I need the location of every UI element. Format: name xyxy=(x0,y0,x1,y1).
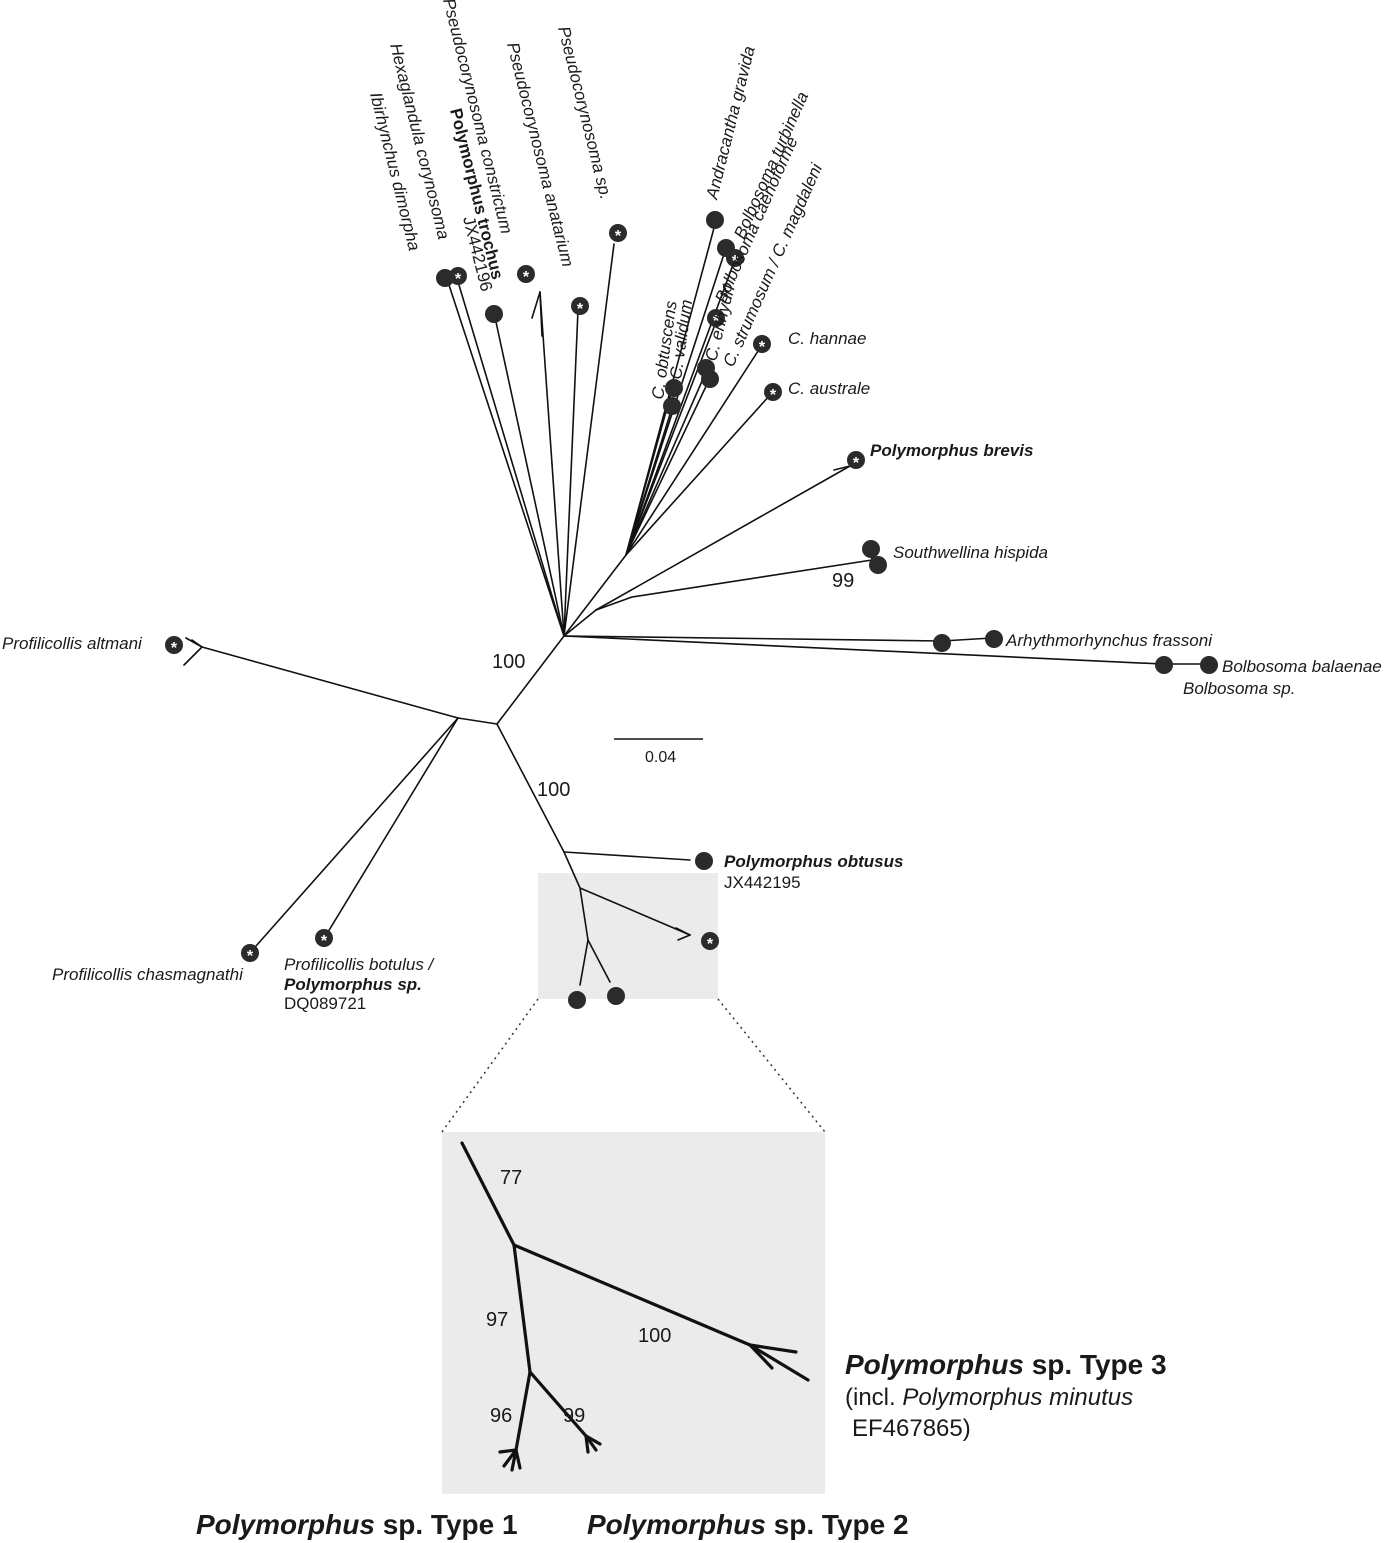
marker-c-hannae xyxy=(753,335,771,353)
star-markers: * * * * * * * * * * * * * xyxy=(171,228,860,965)
inset-labels: Polymorphus sp. Type 3 (incl. Polymorphu… xyxy=(196,1349,1167,1540)
bootstrap-main-top: 100 xyxy=(492,651,525,673)
star-c-australe: * xyxy=(770,387,777,404)
label-andracantha: Andracantha gravida xyxy=(702,44,759,202)
marker-ps-constrictum xyxy=(517,265,535,283)
label-profil-botulus: Profilicollis botulus / xyxy=(284,955,436,974)
label-type1: Polymorphus sp. Type 1 xyxy=(196,1509,518,1540)
tree-branches xyxy=(183,227,1207,986)
marker-p-trochus xyxy=(485,305,503,323)
label-p-brevis: Polymorphus brevis xyxy=(870,441,1033,460)
label-arhythmorhynchus: Arhythmorhynchus frassoni xyxy=(1005,631,1213,650)
star-c-hannae: * xyxy=(759,339,766,356)
star-profil-botulus: * xyxy=(321,933,328,950)
marker-p-obtusus xyxy=(695,852,713,870)
label-poly-sp: Polymorphus sp. xyxy=(284,975,422,994)
marker-p-brevis xyxy=(847,451,865,469)
label-p-obtusus-acc: JX442195 xyxy=(724,873,801,892)
scale-bar: 0.04 xyxy=(614,738,703,766)
marker-arhythmorhynchus-1 xyxy=(933,634,951,652)
marker-bolb-balaenae xyxy=(1200,656,1218,674)
label-type2: Polymorphus sp. Type 2 xyxy=(587,1509,909,1540)
scale-bar-label: 0.04 xyxy=(645,749,676,766)
star-c-magdaleni: * xyxy=(713,313,720,330)
marker-c-obtuscens-2 xyxy=(663,397,681,415)
inset-tree: 77 97 100 96 99 xyxy=(460,1141,810,1472)
star-profil-altmani: * xyxy=(171,640,178,657)
marker-andracantha xyxy=(706,211,724,229)
star-bolb-caenoforme: * xyxy=(732,253,739,270)
marker-ps-sp xyxy=(609,224,627,242)
marker-bolb-caenoforme xyxy=(726,249,744,267)
marker-southwellina-2 xyxy=(869,556,887,574)
bootstrap-inset-100: 100 xyxy=(638,1325,671,1347)
marker-ibirhynchus xyxy=(449,267,467,285)
label-type3-incl: (incl. Polymorphus minutus xyxy=(845,1384,1133,1411)
marker-profil-chasmagnathi xyxy=(241,944,259,962)
marker-southwellina-1 xyxy=(862,540,880,558)
label-poly-sp-acc: DQ089721 xyxy=(284,994,366,1013)
marker-profil-botulus xyxy=(315,929,333,947)
star-ps-sp: * xyxy=(615,228,622,245)
clade-highlight-box xyxy=(538,873,718,999)
star-p-brevis: * xyxy=(853,455,860,472)
marker-c-validum xyxy=(701,370,719,388)
bootstrap-values: 99 100 100 xyxy=(492,570,854,801)
marker-arhythmorhynchus-2 xyxy=(985,630,1003,648)
label-bolb-balaenae: Bolbosoma balaenae xyxy=(1222,657,1382,676)
label-ps-sp: Pseudocorynosoma sp. xyxy=(554,24,615,201)
marker-poly-type3 xyxy=(701,932,719,950)
bootstrap-inset-96: 96 xyxy=(490,1405,512,1427)
star-poly-type3: * xyxy=(707,936,714,953)
label-profil-altmani: Profilicollis altmani xyxy=(2,634,143,653)
marker-poly-type1 xyxy=(568,991,586,1009)
star-ps-constrictum: * xyxy=(523,269,530,286)
horizontal-labels: C. hannae C. australe Polymorphus brevis… xyxy=(2,329,1382,1013)
label-southwellina: Southwellina hispida xyxy=(893,543,1048,562)
label-p-obtusus: Polymorphus obtusus xyxy=(724,852,903,871)
marker-c-obtuscens xyxy=(665,379,683,397)
label-profil-chasmagnathi: Profilicollis chasmagnathi xyxy=(52,965,244,984)
label-type3-acc: EF467865) xyxy=(852,1415,971,1442)
marker-poly-type2 xyxy=(607,987,625,1005)
bootstrap-main-bottom: 100 xyxy=(537,779,570,801)
zoom-line-left xyxy=(441,998,539,1133)
star-ps-anatarium: * xyxy=(577,301,584,318)
star-profil-chasmagnathi: * xyxy=(247,948,254,965)
bootstrap-inset-77: 77 xyxy=(500,1167,522,1189)
label-bolb-sp: Bolbosoma sp. xyxy=(1183,679,1295,698)
zoom-line-right xyxy=(717,998,826,1133)
marker-bolb-sp xyxy=(1155,656,1173,674)
bootstrap-southwellina: 99 xyxy=(832,570,854,592)
bootstrap-inset-97: 97 xyxy=(486,1309,508,1331)
label-c-hannae: C. hannae xyxy=(788,329,866,348)
marker-profil-altmani xyxy=(165,636,183,654)
tip-markers xyxy=(165,211,1218,1009)
bootstrap-inset-99: 99 xyxy=(563,1405,585,1427)
label-c-australe: C. australe xyxy=(788,379,870,398)
inset-panel xyxy=(442,1132,825,1494)
marker-ps-anatarium xyxy=(571,297,589,315)
marker-c-magdaleni xyxy=(707,309,725,327)
star-ibirhynchus: * xyxy=(455,271,462,288)
marker-c-australe xyxy=(764,383,782,401)
label-type3: Polymorphus sp. Type 3 xyxy=(845,1349,1167,1380)
